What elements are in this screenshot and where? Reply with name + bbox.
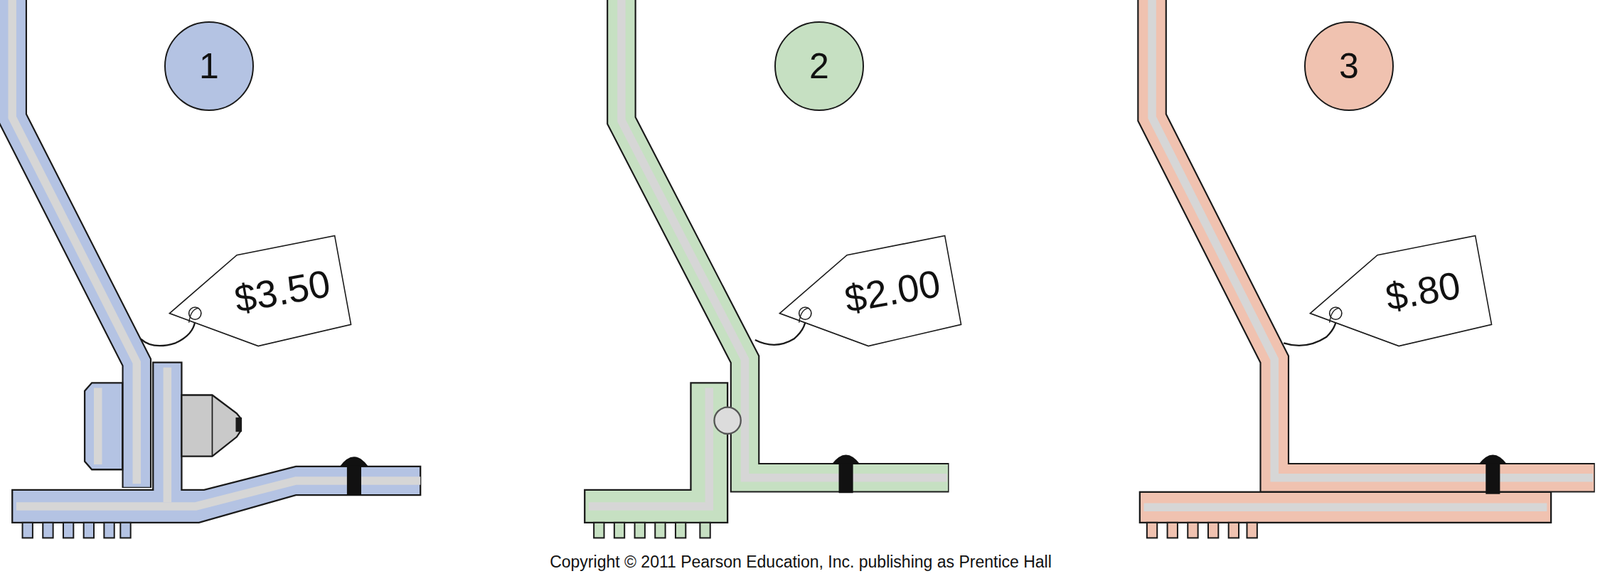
price-tag: $3.50 [168, 234, 352, 348]
step-number: 3 [1339, 48, 1359, 84]
bracket-one [12, 0, 421, 538]
bracket-three [1139, 0, 1596, 538]
step-number-circle: 3 [1304, 21, 1394, 111]
step-number: 2 [809, 48, 830, 84]
step-number-circle: 1 [164, 21, 254, 111]
price-tag: $.80 [1309, 234, 1493, 348]
step-number-circle: 2 [774, 21, 864, 111]
price-tag: $2.00 [778, 234, 963, 348]
step-number: 1 [199, 48, 220, 84]
copyright-notice: Copyright © 2011 Pearson Education, Inc.… [549, 552, 1052, 572]
